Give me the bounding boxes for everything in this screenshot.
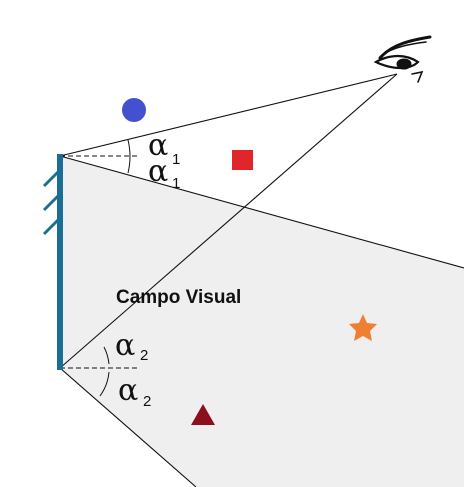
angle-bottom-2-subscript: 2 xyxy=(143,393,151,410)
reflected-ray-bottom xyxy=(59,367,197,487)
angle-arc-top xyxy=(127,139,131,174)
triangle-shape xyxy=(191,404,215,425)
visual-field-label: Campo Visual xyxy=(116,287,241,308)
eye-icon xyxy=(373,35,432,83)
incident-ray-top xyxy=(59,73,398,157)
angle-bottom-1-subscript: 2 xyxy=(140,347,148,364)
angle-top-2-subscript: 1 xyxy=(172,175,180,192)
angle-top-2-symbol: α xyxy=(148,154,168,189)
angle-bottom-1-symbol: α xyxy=(115,328,135,363)
angle-top-1-subscript: 1 xyxy=(172,151,180,168)
angle-bottom-2-symbol: α xyxy=(118,373,138,408)
star-shape xyxy=(349,314,377,341)
angle-top-1-symbol: α xyxy=(148,128,168,163)
angle-arc-bottom-1 xyxy=(103,346,110,365)
reflected-ray-top xyxy=(59,155,464,269)
visual-field-region xyxy=(60,156,464,487)
square-shape xyxy=(232,150,253,170)
circle-shape xyxy=(122,98,146,122)
angle-arc-bottom-2 xyxy=(99,371,110,397)
incident-ray-bottom xyxy=(59,73,398,369)
